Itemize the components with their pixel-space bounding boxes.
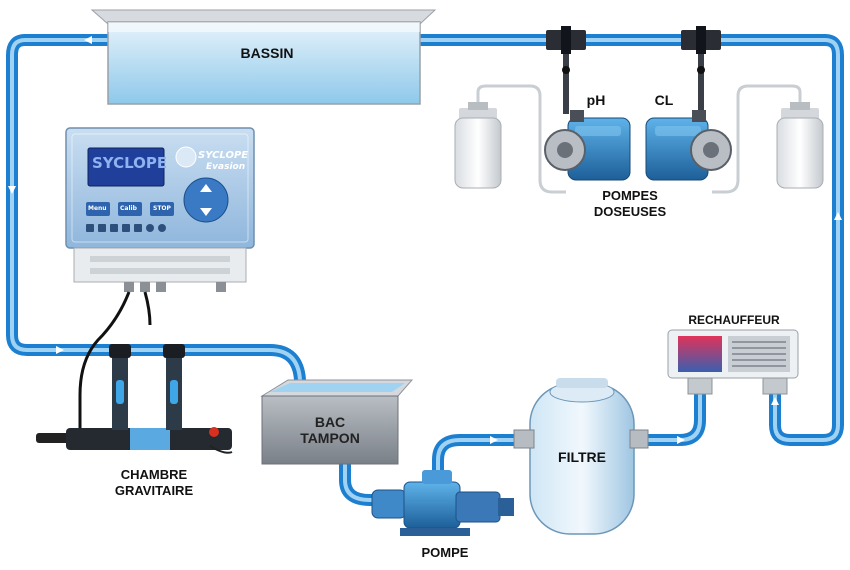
sand-filter — [513, 378, 649, 535]
dosing-tubing — [476, 84, 802, 194]
label-chambre-gravitaire-line-2: GRAVITAIRE — [114, 483, 194, 498]
controller-button-stop — [150, 202, 174, 216]
arrow-up-icon — [200, 184, 212, 192]
controller-button-calib — [118, 202, 142, 216]
controller-button-stop-label: STOP — [153, 205, 171, 212]
chemical-can-cl — [776, 102, 824, 189]
flow-arrow — [771, 397, 779, 405]
dosing-pump-cl — [645, 110, 732, 181]
controller-unit — [65, 127, 255, 292]
buffer-tank — [260, 379, 414, 465]
label-ph: pH — [586, 92, 606, 108]
label-pompe: POMPE — [421, 545, 469, 560]
flow-arrow — [677, 436, 685, 444]
injection-valve-ph — [546, 26, 586, 114]
controller-lcd-brand: SYCLOPE — [92, 154, 168, 172]
flow-arrow — [8, 186, 16, 194]
heater — [667, 329, 799, 395]
gravity-chamber — [36, 344, 233, 454]
sensor-cables — [78, 291, 152, 432]
controller-button-menu-label: Menu — [88, 205, 107, 212]
label-filtre: FILTRE — [558, 449, 606, 465]
label-pompes-doseuses-line-1: POMPES — [602, 188, 658, 203]
injection-valve-cl — [681, 26, 721, 114]
label-pompes-doseuses: POMPES DOSEUSES — [575, 188, 685, 220]
label-pompes-doseuses-line-2: DOSEUSES — [593, 204, 667, 219]
controller-logo-icon — [175, 146, 197, 168]
flow-arrow — [56, 346, 64, 354]
flow-arrow — [490, 436, 498, 444]
chemical-can-ph — [454, 102, 502, 189]
flow-arrow — [834, 212, 842, 220]
label-bassin: BASSIN — [240, 45, 294, 61]
controller-dpad — [183, 177, 229, 223]
label-rechauffeur: RECHAUFFEUR — [688, 313, 780, 327]
controller-logo-brand: SYCLOPE — [198, 150, 249, 161]
label-bac-tampon: BAC TAMPON — [280, 414, 380, 446]
label-bac-tampon-line-2: TAMPON — [300, 430, 360, 446]
pool — [90, 9, 437, 105]
flow-arrow — [84, 36, 92, 44]
label-chambre-gravitaire-line-1: CHAMBRE — [120, 467, 188, 482]
controller-status-icons — [86, 224, 166, 232]
flow-arrows — [8, 36, 842, 444]
circulation-pump — [371, 470, 514, 536]
arrow-down-icon — [200, 208, 212, 216]
label-cl: CL — [654, 92, 674, 108]
controller-lcd — [87, 147, 165, 187]
label-bac-tampon-line-1: BAC — [314, 414, 346, 430]
controller-logo-model: Evasion — [206, 162, 246, 172]
label-chambre-gravitaire: CHAMBRE GRAVITAIRE — [94, 467, 214, 499]
controller-button-menu — [86, 202, 110, 216]
dosing-pump-ph — [544, 110, 631, 181]
controller-button-calib-label: Calib — [120, 205, 137, 212]
pipe-network — [6, 34, 844, 506]
